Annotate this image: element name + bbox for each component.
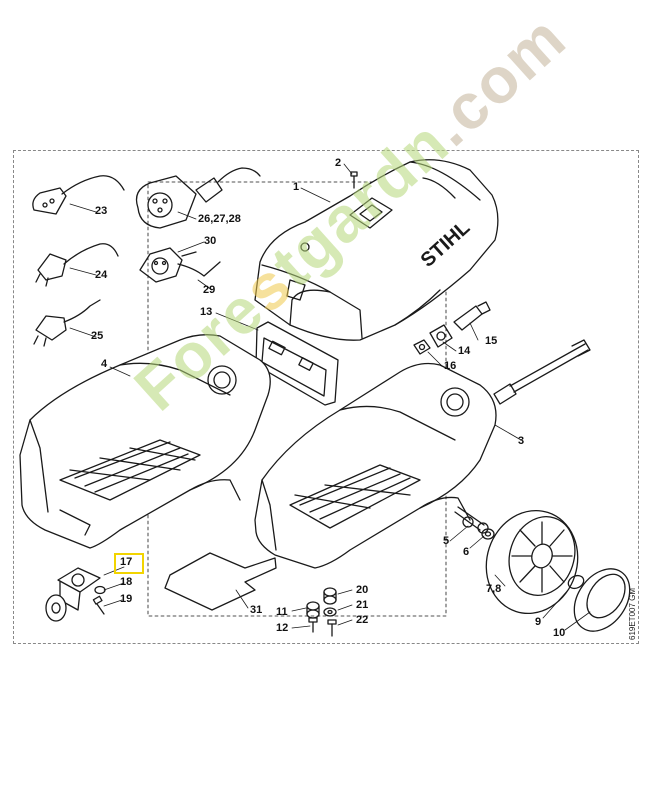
callout-23[interactable]: 23	[95, 205, 108, 217]
callout-30[interactable]: 30	[204, 235, 217, 247]
plug-24	[35, 243, 119, 287]
callout-22[interactable]: 22	[356, 614, 369, 626]
callout-5[interactable]: 5	[443, 535, 450, 547]
callout-10[interactable]: 10	[553, 627, 566, 639]
control-panel	[255, 321, 339, 406]
clip-9	[567, 574, 585, 590]
plug-26-27-28	[135, 167, 261, 229]
callout-2[interactable]: 2	[335, 157, 342, 169]
callout-14[interactable]: 14	[458, 345, 471, 357]
screw-19	[92, 595, 105, 615]
washer-21	[323, 607, 337, 617]
screw-2	[350, 171, 358, 189]
callout-31[interactable]: 31	[250, 604, 263, 616]
callout-11[interactable]: 11	[276, 606, 288, 618]
nozzle-15	[453, 301, 491, 331]
callout-19[interactable]: 19	[120, 593, 133, 605]
callout-16[interactable]: 16	[444, 360, 457, 372]
plug-25	[33, 299, 101, 347]
washer-16	[413, 339, 431, 355]
callout-12[interactable]: 12	[276, 622, 289, 634]
callout-1[interactable]: 1	[293, 181, 300, 193]
callout-3[interactable]: 3	[518, 435, 525, 447]
washer-6	[481, 528, 495, 540]
hubcap-10	[573, 568, 631, 632]
callout-13[interactable]: 13	[200, 306, 213, 318]
housing-left	[19, 334, 271, 549]
callout-26-27-28[interactable]: 26,27,28	[198, 213, 241, 225]
callout-15[interactable]: 15	[485, 335, 498, 347]
callout-25[interactable]: 25	[91, 330, 104, 342]
callout-9[interactable]: 9	[535, 616, 542, 628]
screw-22	[327, 619, 337, 637]
callout-7-8[interactable]: 7,8	[486, 583, 502, 595]
callout-17[interactable]: 17	[120, 556, 133, 568]
fitting-14	[429, 324, 453, 348]
plug-23	[32, 175, 125, 215]
mat-panel	[164, 552, 277, 611]
callout-18[interactable]: 18	[120, 576, 133, 588]
plug-29-30	[139, 247, 221, 283]
hood-cover	[254, 159, 499, 341]
callout-20[interactable]: 20	[356, 584, 369, 596]
diagram-frame	[13, 150, 639, 644]
leader-lines	[69, 163, 591, 631]
callout-24[interactable]: 24	[95, 269, 108, 281]
washer-18	[94, 585, 106, 595]
highlight-box	[114, 553, 144, 574]
wheel-7-8	[485, 509, 579, 615]
screw-12	[308, 617, 318, 633]
callout-29[interactable]: 29	[203, 284, 216, 296]
callout-6[interactable]: 6	[463, 546, 470, 558]
axle-rod	[493, 339, 591, 405]
callout-21[interactable]: 21	[356, 599, 369, 611]
foot-20	[323, 587, 337, 605]
document-code: 619ET007 GM	[628, 587, 637, 640]
caster-17	[45, 567, 101, 622]
callout-4[interactable]: 4	[101, 358, 108, 370]
stub-axle-5	[454, 506, 489, 534]
housing-right	[254, 362, 497, 569]
